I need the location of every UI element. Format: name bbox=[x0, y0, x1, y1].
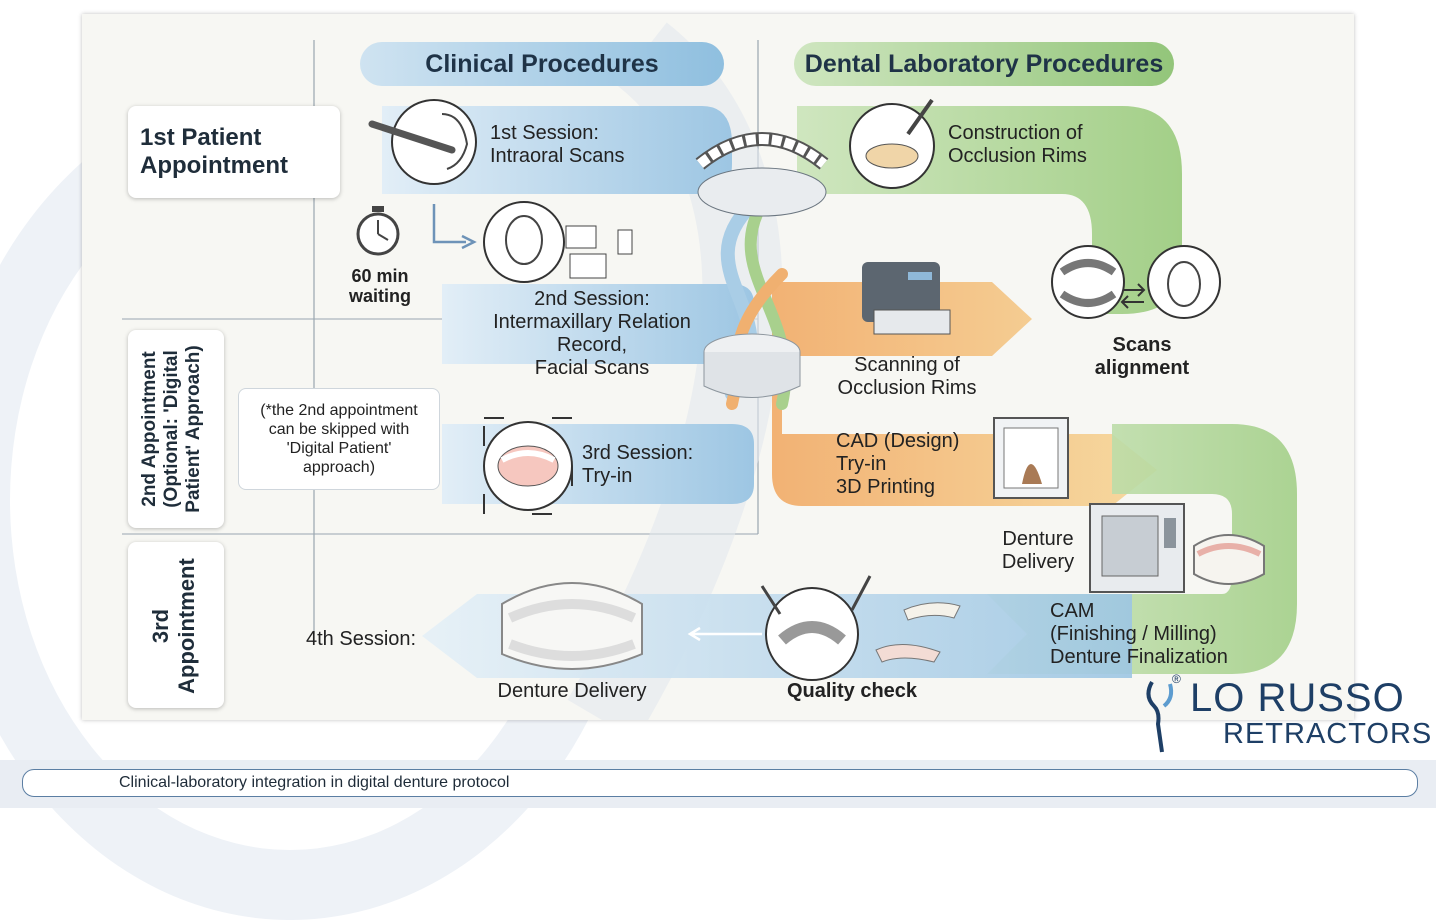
brand-logo: ® LO RUSSO RETRACTORS bbox=[1140, 672, 1431, 758]
scanner-icon bbox=[862, 262, 951, 335]
scanning-label: Scanning of Occlusion Rims bbox=[837, 354, 977, 399]
footer-bar: Clinical-laboratory integration in digit… bbox=[0, 760, 1436, 808]
intraoral-scanner-icon bbox=[368, 99, 477, 185]
caption-text: Clinical-laboratory integration in digit… bbox=[119, 774, 510, 791]
alignment-arrows-icon bbox=[1120, 283, 1146, 309]
session-2-label: 2nd Session: Intermaxillary Relation Rec… bbox=[493, 288, 691, 379]
occlusion-rim-icon bbox=[849, 98, 935, 189]
lab-denture-delivery-label: Denture Delivery bbox=[1001, 528, 1075, 573]
caption-box: Clinical-laboratory integration in digit… bbox=[22, 769, 1418, 797]
patient-face-icon bbox=[1147, 245, 1221, 319]
dental-model-icon bbox=[695, 132, 829, 217]
logo-line-2: RETRACTORS bbox=[1223, 718, 1433, 750]
stopwatch-icon bbox=[356, 206, 400, 256]
band-session2 bbox=[442, 284, 754, 364]
occlusion-rims-label: Construction of Occlusion Rims bbox=[948, 122, 1087, 167]
diagram-slide: Clinical Procedures Dental Laboratory Pr… bbox=[82, 14, 1354, 720]
session-4-label: 4th Session: bbox=[306, 628, 417, 650]
cad-label: CAD (Design) Try-in 3D Printing bbox=[836, 430, 960, 498]
finished-denture-icon bbox=[1193, 534, 1265, 585]
mouth-try-in-icon bbox=[483, 417, 573, 515]
denture-icon bbox=[1051, 245, 1125, 319]
complete-denture-icon bbox=[501, 582, 643, 670]
scans-alignment-label: Scans alignment bbox=[1094, 334, 1190, 379]
logo-line-1: LO RUSSO bbox=[1190, 676, 1405, 720]
session-1-label: 1st Session: Intraoral Scans bbox=[490, 122, 625, 167]
appointment-1-box: 1st Patient Appointment bbox=[128, 106, 340, 198]
denture-delivery-clinical-label: Denture Delivery bbox=[497, 680, 647, 702]
appointment-1-label: 1st Patient Appointment bbox=[140, 124, 288, 179]
registered-mark: ® bbox=[1172, 672, 1181, 686]
retractor-logo-icon bbox=[1146, 681, 1174, 753]
quality-check-label: Quality check bbox=[786, 680, 918, 702]
skip-note: (*the 2nd appointment can be skipped wit… bbox=[238, 388, 440, 490]
header-lab: Dental Laboratory Procedures bbox=[794, 42, 1174, 86]
appointment-3-box: 3rd Appointment bbox=[128, 542, 224, 708]
face-scan-icon bbox=[483, 201, 633, 283]
appointment-2-label: 2nd Appointment (Optional: 'Digital Pati… bbox=[139, 345, 204, 513]
3d-printer-icon bbox=[993, 417, 1069, 499]
session-3-label: 3rd Session: Try-in bbox=[582, 442, 694, 487]
waiting-label: 60 min waiting bbox=[349, 266, 411, 306]
milling-machine-icon bbox=[1089, 503, 1185, 593]
quality-check-icon bbox=[760, 575, 872, 681]
denture-parts-icon bbox=[875, 602, 961, 663]
cam-label: CAM (Finishing / Milling) Denture Finali… bbox=[1050, 600, 1228, 668]
header-clinical: Clinical Procedures bbox=[360, 42, 724, 86]
appointment-3-label: 3rd Appointment bbox=[148, 558, 199, 694]
appointment-2-box: 2nd Appointment (Optional: 'Digital Pati… bbox=[128, 330, 224, 528]
flow-artwork bbox=[122, 22, 1297, 720]
